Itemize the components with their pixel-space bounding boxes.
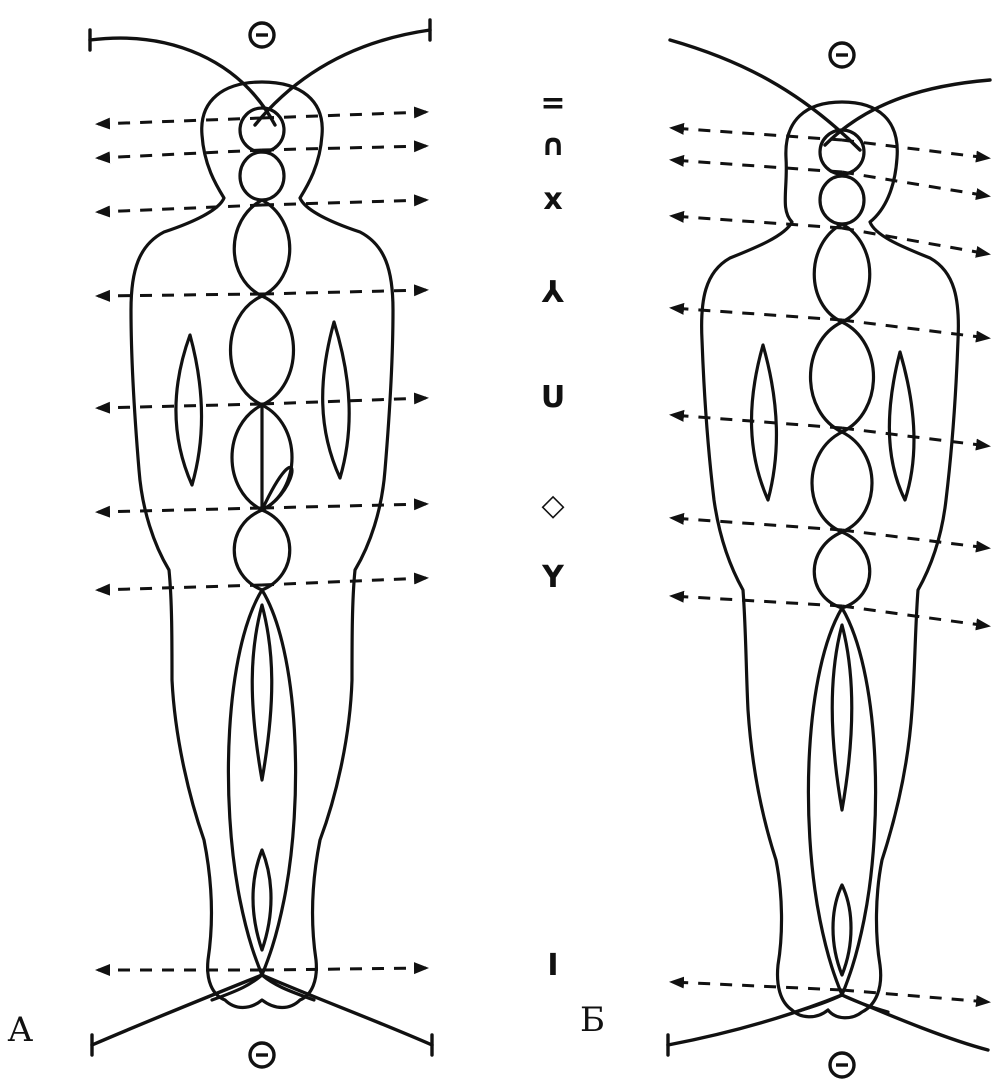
figure-label-a: A [8,1010,33,1050]
figure-a-field-lines [98,112,426,970]
figure-b-chakra-chain [811,130,874,608]
figure-b-body-outline [702,102,959,1018]
figure-a-body-outline [131,82,393,1008]
chakra-symbol-1: = [533,86,573,121]
figure-b-bottom-curve-right [842,995,988,1050]
figure-a-left-arm-oval [176,335,202,485]
figure-b-bottom-curve-left [668,995,842,1045]
chakra-symbol-8: I [533,948,573,983]
chakra-symbol-3: x [533,182,573,217]
figure-b-legs [808,608,875,995]
figure-a [90,20,432,1067]
figure-b-right-arm-oval [889,352,914,500]
figure-b [668,40,990,1077]
figure-b-field-lines [672,128,988,1002]
chakra-symbol-4: ⅄ [533,275,573,310]
figure-b-top-curve-right [825,80,990,145]
chakra-symbol-2: ∩ [533,128,573,163]
figure-a-chakra-chain [231,108,294,590]
chakra-symbol-6: ◇ [533,488,573,523]
chakra-symbol-5: U [533,380,573,415]
figure-a-bottom-curve-left [92,975,262,1045]
figure-a-top-curve-right [255,30,430,125]
figure-label-b: Б [580,1000,605,1040]
figure-a-bottom-curve-right [262,975,432,1045]
figure-a-legs [228,590,295,975]
chakra-symbol-7: Y [533,560,573,595]
